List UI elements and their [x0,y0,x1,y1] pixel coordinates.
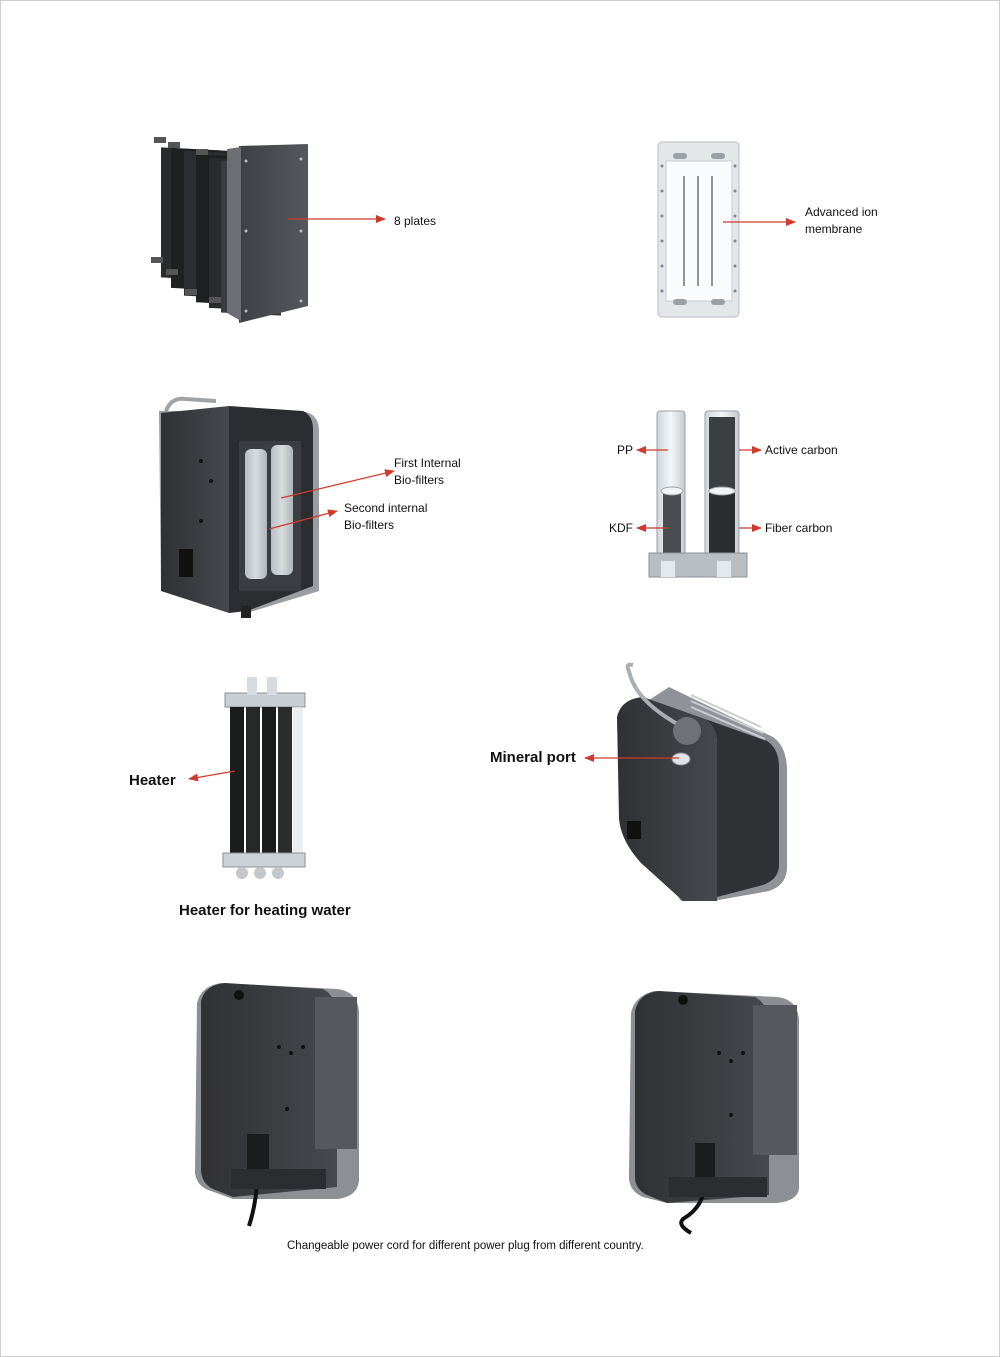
membrane-label-line1: Advanced ion [805,205,878,219]
plates-label: 8 plates [394,214,437,228]
filter-cartridges-image [648,410,748,578]
heater-label: Heater [129,772,176,789]
machine-back-left-image [195,983,359,1227]
first-bio-filter-label-line1: First Internal [394,456,461,470]
second-bio-filter-label-line2: Bio-filters [344,518,395,532]
mineral-port-machine-image [617,662,787,901]
membrane-label-line2: membrane [805,222,863,236]
machine-back-right-image [629,991,799,1235]
ion-membrane-image [657,141,740,318]
first-bio-filter-label-line2: Bio-filters [394,473,445,487]
heater-caption: Heater for heating water [179,902,351,919]
active-carbon-label: Active carbon [765,443,838,457]
heater-image [222,677,306,879]
bio-filters-machine-image [159,396,319,618]
fiber-carbon-label: Fiber carbon [765,521,833,535]
first-bio-filter-arrow [280,469,395,499]
electrode-plates-image [151,137,308,323]
mineral-port-label: Mineral port [490,749,576,766]
second-bio-filter-label-line1: Second internal [344,501,428,515]
pp-label: PP [617,443,634,457]
second-bio-filter-arrow [268,509,338,530]
power-cord-caption: Changeable power cord for different powe… [287,1240,644,1252]
heater-arrow [188,770,236,782]
kdf-label: KDF [609,521,633,535]
